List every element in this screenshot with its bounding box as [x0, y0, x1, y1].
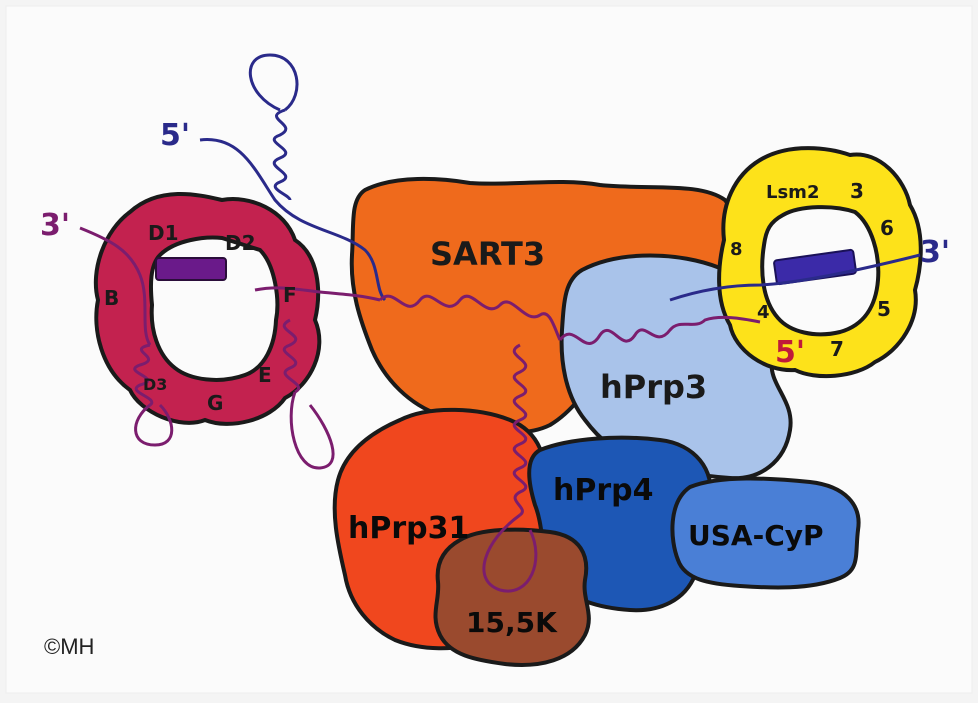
copyright-label: ©MH [44, 634, 94, 660]
usa-cyp-label: USA-CyP [688, 519, 824, 552]
sart3-label: SART3 [430, 235, 545, 273]
lsm3-label: 3 [850, 179, 864, 203]
hprp31-label: hPrp31 [348, 511, 469, 546]
u6-3prime-label: 3' [920, 235, 950, 270]
k155-label: 15,5K [466, 606, 558, 639]
u6-5prime-right-label: 5' [775, 335, 805, 370]
sm-g-label: G [207, 391, 223, 415]
lsm8-label: 8 [730, 239, 743, 260]
lsm5-label: 5 [877, 297, 891, 321]
sm-ring [96, 194, 320, 424]
sm-f-label: F [283, 283, 297, 307]
hprp3-label: hPrp3 [600, 368, 707, 406]
lsm7-label: 7 [830, 337, 844, 361]
sm-d2-label: D2 [225, 231, 256, 255]
u4-3prime-label: 3' [40, 208, 70, 243]
lsm2-label: Lsm2 [766, 182, 819, 203]
lsm6-label: 6 [880, 216, 894, 240]
k155-shape [435, 530, 588, 665]
sm-b-label: B [104, 286, 119, 310]
hprp4-label: hPrp4 [553, 473, 654, 508]
sm-d1-label: D1 [148, 221, 179, 245]
sm-d3-label: D3 [143, 375, 167, 394]
lsm4-label: 4 [757, 302, 770, 323]
sm-e-label: E [258, 363, 272, 387]
u6-5prime-top-label: 5' [160, 118, 190, 153]
